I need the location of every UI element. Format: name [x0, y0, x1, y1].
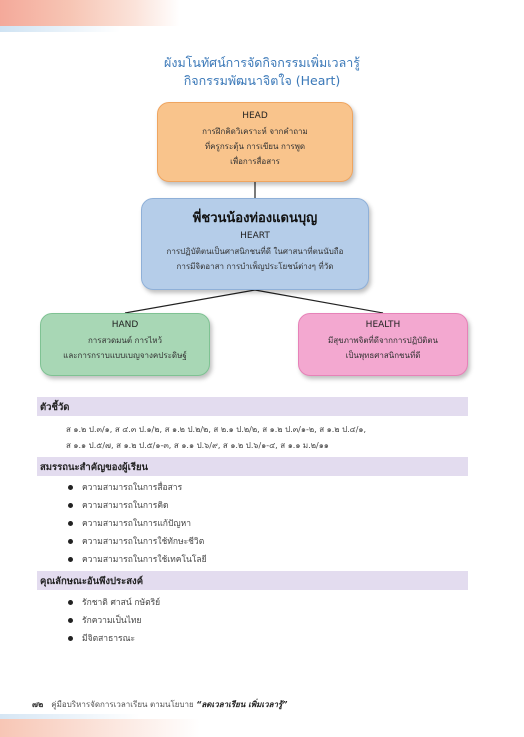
competency-item-label: ความสามารถในการแก้ปัญหา [82, 519, 191, 529]
top-corner-decoration [0, 0, 180, 26]
health-line-2: เป็นพุทธศาสนิกชนที่ดี [345, 351, 421, 360]
heart-line-2: การมีจิตอาสา การบำเพ็ญประโยชน์ต่างๆ ที่ว… [176, 262, 334, 271]
head-line-2: ที่ครูกระตุ้น การเขียน การพูด [204, 142, 306, 151]
attribute-item-label: มีจิตสาธารณะ [82, 634, 136, 644]
heart-title: พี่ชวนน้องท่องแดนบุญ [192, 211, 318, 226]
indicators-heading: ตัวชี้วัด [40, 402, 70, 413]
bullet-icon [68, 521, 73, 526]
attribute-item: รักความเป็นไทย [68, 613, 142, 627]
bullet-icon [68, 600, 73, 605]
health-heading: HEALTH [365, 320, 401, 330]
bullet-icon [68, 539, 73, 544]
hand-line-1: การสวดมนต์ การไหว้ [87, 336, 163, 345]
competency-item-label: ความสามารถในการสื่อสาร [82, 483, 183, 493]
page-footer: ๗๒คู่มือบริหารจัดการเวลาเรียน ตามนโยบาย … [32, 698, 287, 711]
bottom-corner-decoration [0, 719, 200, 737]
competencies-heading: สมรรถนะสำคัญของผู้เรียน [40, 462, 149, 473]
competency-item: ความสามารถในการคิด [68, 498, 169, 512]
head-heading: HEAD [242, 111, 268, 121]
competencies-section-bar [37, 457, 468, 476]
head-line-1: การฝึกคิดวิเคราะห์ จากคำถาม [202, 127, 308, 136]
attribute-item-label: รักความเป็นไทย [82, 616, 142, 626]
heart-box: พี่ชวนน้องท่องแดนบุญ HEART การปฏิบัติตนเ… [141, 198, 369, 290]
bullet-icon [68, 636, 73, 641]
indicators-line-2: ส ๑.๑ ป.๕/๗, ส ๑.๒ ป.๕/๑-๓, ส ๑.๑ ป.๖/๙,… [66, 441, 329, 450]
attributes-heading: คุณลักษณะอันพึงประสงค์ [40, 576, 144, 587]
head-line-3: เพื่อการสื่อสาร [230, 157, 280, 166]
attribute-item-label: รักชาติ ศาสน์ กษัตริย์ [82, 598, 161, 608]
hand-box: HAND การสวดมนต์ การไหว้ และการกราบแบบเบญ… [40, 313, 210, 376]
competency-item-label: ความสามารถในการคิด [82, 501, 169, 511]
competency-item-label: ความสามารถในการใช้ทักษะชีวิต [82, 537, 205, 547]
indicators-section-bar [37, 397, 468, 416]
health-box: HEALTH มีสุขภาพจิตที่ดีจากการปฏิบัติตน เ… [298, 313, 468, 376]
bullet-icon [68, 503, 73, 508]
bullet-icon [68, 557, 73, 562]
page-title-line2: กิจกรรมพัฒนาจิตใจ (Heart) [183, 73, 341, 88]
head-box: HEAD การฝึกคิดวิเคราะห์ จากคำถาม ที่ครูก… [157, 102, 353, 182]
connector-heart-health [254, 289, 384, 314]
indicators-line-1: ส ๑.๒ ป.๓/๑, ส ๔.๓ ป.๑/๒, ส ๑.๒ ป.๒/๒, ส… [66, 425, 367, 434]
competency-item-label: ความสามารถในการใช้เทคโนโลยี [82, 555, 207, 565]
competency-item: ความสามารถในการแก้ปัญหา [68, 516, 191, 530]
attribute-item: มีจิตสาธารณะ [68, 631, 135, 645]
attribute-item: รักชาติ ศาสน์ กษัตริย์ [68, 595, 160, 609]
health-line-1: มีสุขภาพจิตที่ดีจากการปฏิบัติตน [327, 336, 439, 345]
competency-item: ความสามารถในการใช้ทักษะชีวิต [68, 534, 204, 548]
hand-heading: HAND [111, 320, 139, 330]
attributes-section-bar [37, 571, 468, 590]
competency-item: ความสามารถในการใช้เทคโนโลยี [68, 552, 207, 566]
heart-heading: HEART [240, 231, 270, 241]
page-number: ๗๒ [32, 700, 44, 709]
heart-line-1: การปฏิบัติตนเป็นศาสนิกชนที่ดี ในศาสนาที่… [166, 247, 344, 256]
hand-line-2: และการกราบแบบเบญจางคประดิษฐ์ [63, 351, 187, 360]
top-corner-decoration-strip [0, 26, 120, 32]
bullet-icon [68, 618, 73, 623]
page-title-line1: ผังมโนทัศน์การจัดกิจกรรมเพิ่มเวลารู้ [164, 55, 360, 70]
connector-heart-hand [124, 289, 256, 314]
footer-text: คู่มือบริหารจัดการเวลาเรียน ตามนโยบาย [51, 700, 197, 709]
competency-item: ความสามารถในการสื่อสาร [68, 480, 182, 494]
bottom-corner-decoration-strip [0, 714, 140, 719]
bullet-icon [68, 485, 73, 490]
footer-emphasis: “ลดเวลาเรียน เพิ่มเวลารู้” [196, 700, 288, 709]
